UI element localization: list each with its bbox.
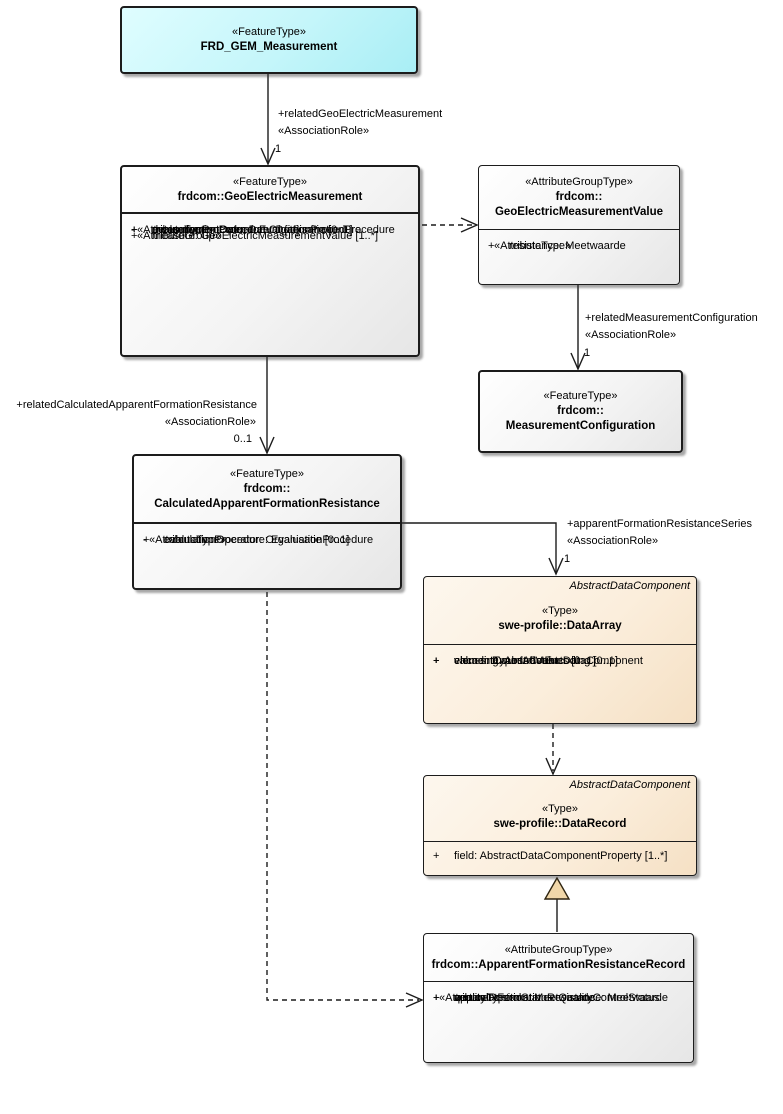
assoc-related-measurement-configuration	[570, 285, 586, 371]
group-label: «AttributeType»	[439, 992, 517, 1004]
visibility: +	[433, 850, 440, 862]
visibility: +	[433, 992, 440, 1004]
attribute-text: field: AbstractDataComponentProperty [1.…	[454, 850, 668, 862]
multiplicity-label: 1	[275, 143, 282, 155]
attribute-text: qualityControlStatus: QualityControlStat…	[454, 992, 660, 1004]
visibility: +	[433, 655, 440, 667]
assoc-related-calculated-apparent-formation-resistance	[259, 357, 275, 455]
class-measurement-configuration: «FeatureType» frdcom:: MeasurementConfig…	[478, 370, 683, 453]
class-name-line1: frdcom::	[243, 482, 291, 495]
stereotype: «AttributeGroupType»	[525, 176, 633, 188]
attribute-text: verticalPosition: Meetwaarde	[454, 992, 595, 1004]
group-label: «AttributeGroup»	[137, 230, 221, 242]
stereotype: «FeatureType»	[232, 26, 306, 38]
role-label: +relatedMeasurementConfiguration	[585, 312, 758, 324]
visibility: +	[433, 992, 440, 1004]
attribute-text: resistance: Meetwaarde	[509, 240, 626, 252]
role-stereotype-label: «AssociationRole»	[567, 535, 659, 547]
role-stereotype-label: «AssociationRole»	[278, 125, 370, 137]
visibility: +	[143, 534, 150, 546]
class-name-line1: frdcom::	[555, 191, 603, 203]
assoc-apparent-formation-resistance-series	[402, 522, 564, 576]
group-label: «AttributeType»	[494, 240, 572, 252]
visibility: +	[433, 655, 440, 667]
class-data-array: AbstractDataComponent «Type» swe-profile…	[423, 576, 697, 724]
visibility: -	[131, 224, 135, 236]
role-label: +relatedCalculatedApparentFormationResis…	[16, 399, 257, 411]
class-name: frdcom::ApparentFormationResistanceRecor…	[431, 958, 686, 971]
generalization-afr-record-data-record	[543, 876, 571, 932]
assoc-related-geo-electric-measurement	[260, 74, 276, 166]
class-name: FRD_GEM_Measurement	[200, 41, 338, 53]
attribute-compartment: «AttributeType» + verticalPosition: Meetw…	[424, 982, 693, 1004]
visibility: +	[488, 240, 495, 252]
attribute-compartment: +elementCount: Count +elementType: Abstr…	[424, 645, 696, 667]
multiplicity-label: 1	[584, 347, 591, 359]
role-stereotype-label: «AssociationRole»	[164, 416, 256, 428]
attribute-text: evaluationProcedure: EvaluationProcedure	[152, 224, 362, 236]
class-name: frdcom::GeoElectricMeasurement	[177, 190, 363, 203]
attribute-compartment: «AttributeType» + resistance: Meetwaarde	[479, 230, 679, 252]
attribute-text: apparentFormationResistance: Meetwaarde	[454, 992, 669, 1004]
class-name-line2: GeoElectricMeasurementValue	[494, 206, 664, 218]
multiplicity-label: 0..1	[233, 433, 252, 445]
abstract-parent-label: AbstractDataComponent	[569, 580, 690, 592]
abstract-parent-label: AbstractDataComponent	[569, 779, 690, 791]
visibility: +	[433, 655, 440, 667]
attribute-text: measurementDate: Datum {id}	[152, 224, 300, 236]
attribute-text: calculationOperator: Organisatie [0..1]	[164, 534, 350, 546]
multiplicity-label: 1	[564, 553, 571, 565]
stereotype: «AttributeGroupType»	[504, 943, 613, 956]
visibility: +	[433, 992, 440, 1004]
visibility: +	[433, 655, 440, 667]
visibility: +	[131, 224, 138, 236]
stereotype: «FeatureType»	[233, 175, 307, 188]
visibility: -	[143, 534, 147, 546]
stereotype: «FeatureType»	[543, 390, 618, 402]
role-stereotype-label: «AssociationRole»	[585, 329, 677, 341]
attribute-text: measure: GeoElectricMeasurementValue [1.…	[152, 230, 379, 242]
attribute-text: determinationProcedure: DeterminationPro…	[152, 224, 395, 236]
dep-calculated-afr-record	[266, 592, 424, 1008]
dep-data-array-data-record	[545, 724, 561, 776]
stereotype: «Type»	[541, 802, 579, 815]
class-apparent-formation-resistance-record: «AttributeGroupType» frdcom::ApparentFor…	[423, 933, 694, 1063]
visibility: +	[131, 224, 138, 236]
visibility: +	[131, 224, 138, 236]
class-name-line2: MeasurementConfiguration	[505, 420, 656, 432]
class-name: swe-profile::DataArray	[498, 619, 622, 632]
attribute-text: elementCount: Count	[454, 655, 558, 667]
visibility: +	[131, 230, 138, 242]
class-name-line2: CalculatedApparentFormationResistance	[154, 497, 380, 510]
class-name-line1: frdcom::	[557, 405, 604, 417]
attribute-text: encoding: AbstractEncoding [0..1]	[454, 655, 618, 667]
attribute-compartment: + field: AbstractDataComponentProperty [1…	[424, 842, 696, 862]
attribute-text: evaluationProcedure: EvaluationProcedure	[164, 534, 374, 546]
class-data-record: AbstractDataComponent «Type» swe-profile…	[423, 775, 697, 876]
class-name: swe-profile::DataRecord	[493, 817, 627, 830]
stereotype: «Type»	[541, 604, 579, 617]
group-label: «AttributeType»	[149, 534, 227, 546]
class-geo-electric-measurement: «FeatureType» frdcom::GeoElectricMeasure…	[120, 165, 420, 357]
class-geo-electric-measurement-value: «AttributeGroupType» frdcom:: GeoElectri…	[478, 165, 680, 285]
role-label: +apparentFormationResistanceSeries	[567, 518, 752, 530]
dep-measure-geo-electric-measurement-value	[422, 217, 479, 233]
role-label: +relatedGeoElectricMeasurement	[278, 108, 443, 120]
class-calculated-apparent-formation-resistance: «FeatureType» frdcom:: CalculatedApparen…	[132, 454, 402, 590]
attribute-compartment: «AttributeType» + measurementDate: Datum …	[122, 214, 418, 242]
attribute-text: elementType: AbstractDataComponent	[454, 655, 643, 667]
attribute-text: measurementOperator: Organisatie [0..1]	[152, 224, 353, 236]
group-label: «AttributeType»	[137, 224, 215, 236]
attribute-compartment: «AttributeType» - calculationOperator: Or…	[134, 524, 400, 546]
stereotype: «FeatureType»	[230, 467, 304, 480]
class-frd-gem-measurement: «FeatureType» FRD_GEM_Measurement	[120, 6, 418, 74]
attribute-text: values: EncodedValues [0..1]	[454, 655, 596, 667]
